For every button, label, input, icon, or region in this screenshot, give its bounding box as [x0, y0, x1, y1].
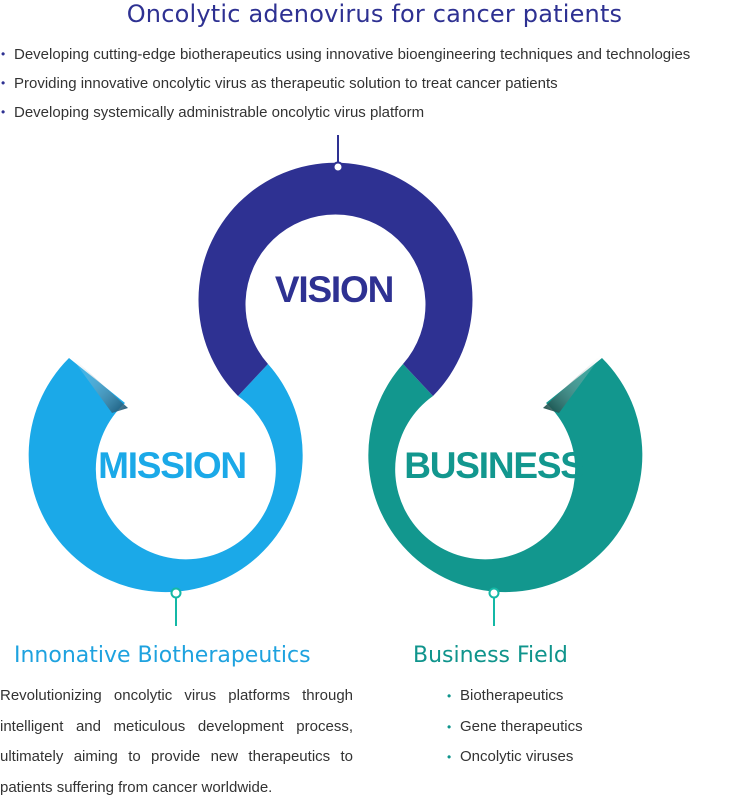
business-ring — [368, 358, 643, 593]
business-field-item: Gene therapeutics — [446, 712, 583, 743]
business-title: Business Field — [413, 643, 568, 668]
header-bullet-list: Developing cutting-edge biotherapeutics … — [0, 40, 690, 127]
mission-label: MISSION — [98, 445, 246, 486]
page-title: Oncolytic adenovirus for cancer patients — [126, 0, 623, 28]
mission-description: Revolutionizing oncolytic virus platform… — [0, 687, 353, 796]
business-field-list: Biotherapeutics Gene therapeutics Oncoly… — [446, 681, 583, 773]
mission-connector-dot — [170, 587, 182, 599]
header-bullet: Providing innovative oncolytic virus as … — [0, 69, 690, 98]
header-bullet: Developing cutting-edge biotherapeutics … — [0, 40, 690, 69]
header-bullet: Developing systemically administrable on… — [0, 98, 690, 127]
vision-label: VISION — [275, 269, 393, 310]
mission-title: Innonative Biotherapeutics — [14, 643, 311, 668]
business-label: BUSINESS — [404, 445, 584, 486]
mission-ring — [28, 358, 303, 593]
vision-ring — [198, 162, 473, 396]
mission-ring-shadow — [69, 354, 128, 413]
business-field-item: Oncolytic viruses — [446, 742, 583, 773]
business-field-item: Biotherapeutics — [446, 681, 583, 712]
business-ring-shadow — [543, 352, 604, 413]
business-connector-dot — [488, 587, 500, 599]
vision-connector-dot — [332, 161, 344, 173]
